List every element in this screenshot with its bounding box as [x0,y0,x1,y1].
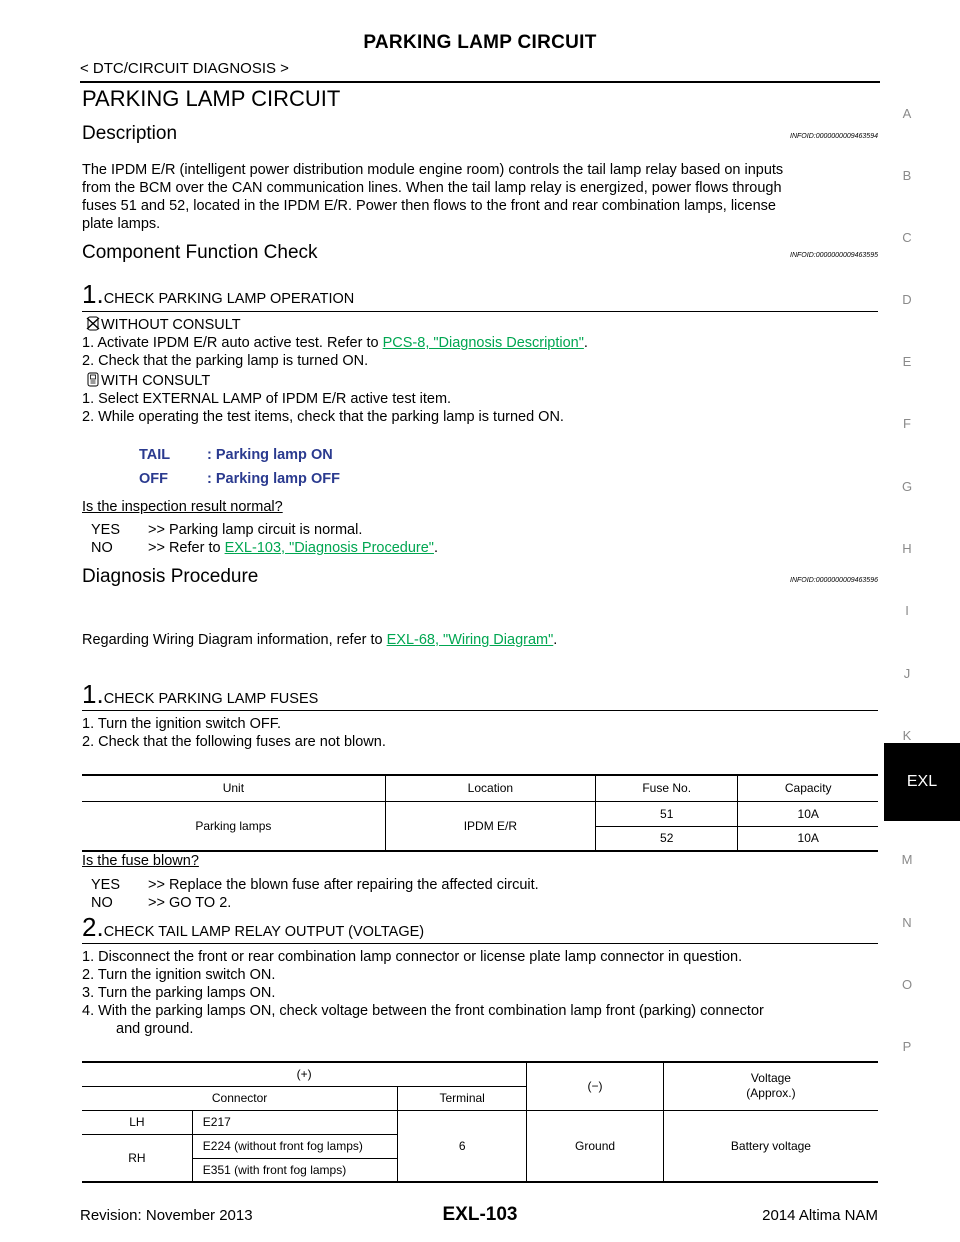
diag-step-2-title: 2.CHECK TAIL LAMP RELAY OUTPUT (VOLTAGE) [82,912,425,942]
step-1-title: 1.CHECK PARKING LAMP OPERATION [82,279,355,309]
yes-result: >> Replace the blown fuse after repairin… [148,877,539,893]
section-index-g[interactable]: G [901,479,913,494]
table-row: E351 (with front fog lamps) [82,1158,878,1183]
no-result: >> Refer to EXL-103, "Diagnosis Procedur… [148,540,438,556]
table-header-row: (+) (−) Voltage (Approx.) [82,1062,878,1111]
step-number: 1. [82,679,104,709]
no-label: NO [91,895,113,911]
section-index-n[interactable]: N [902,915,912,930]
without-consult-item-1: 1. Activate IPDM E/R auto active test. R… [82,335,588,351]
section-index-p[interactable]: P [902,1039,912,1054]
component-check-infoid: INFOID:0000000009463595 [790,252,878,259]
section-index-a[interactable]: A [902,106,912,121]
tail-label: TAIL [139,447,171,463]
description-infoid: INFOID:0000000009463594 [790,133,878,140]
model-year: 2014 Altima NAM [762,1207,878,1224]
description-text: The IPDM E/R (intelligent power distribu… [82,162,784,232]
description-heading: Description [82,123,178,144]
diag-step-2-item-4: 4. With the parking lamps ON, check volt… [82,1003,764,1019]
page-heading: PARKING LAMP CIRCUIT [82,86,341,111]
section-index-e[interactable]: E [902,354,912,369]
step-number: 2. [82,912,104,942]
section-index-k[interactable]: K [902,728,912,743]
table-row: Parking lamps IPDM E/R 51 10A [82,801,878,852]
step-number: 1. [82,279,104,309]
without-consult-label: WITHOUT CONSULT [86,316,241,334]
exl-68-link[interactable]: EXL-68, "Wiring Diagram" [386,632,554,648]
yes-label: YES [91,877,121,893]
table-header-row: Connector Terminal [82,1086,878,1111]
off-value: : Parking lamp OFF [207,471,340,487]
voltage-table: (+) (−) Voltage (Approx.) Connector Term… [82,1061,878,1183]
diag-step-2-item-1: 1. Disconnect the front or rear combinat… [82,949,743,965]
wiring-diagram-reference: Regarding Wiring Diagram information, re… [82,632,558,648]
diag-step-1-item-1: 1. Turn the ignition switch OFF. [82,716,282,732]
fuse-table: Unit Location Fuse No. Capacity Parking … [82,774,878,852]
without-consult-item-2: 2. Check that the parking lamp is turned… [82,353,369,369]
off-label: OFF [139,471,168,487]
no-label: NO [91,540,113,556]
section-index-j[interactable]: J [903,666,911,681]
section-index-c[interactable]: C [902,230,912,245]
diag-step-1-item-2: 2. Check that the following fuses are no… [82,734,386,750]
section-index-b[interactable]: B [902,168,912,183]
section-tab-exl[interactable]: EXL [884,743,960,821]
diagnosis-heading: Diagnosis Procedure [82,566,259,587]
section-label: < DTC/CIRCUIT DIAGNOSIS > [80,60,289,77]
exl-103-link[interactable]: EXL-103, "Diagnosis Procedure" [224,540,434,556]
step-divider [82,943,878,944]
with-consult-label: WITH CONSULT [86,372,210,390]
yes-result: >> Parking lamp circuit is normal. [148,522,363,538]
diagnosis-infoid: INFOID:0000000009463596 [790,577,878,584]
tail-value: : Parking lamp ON [207,447,333,463]
with-consult-item-1: 1. Select EXTERNAL LAMP of IPDM E/R acti… [82,391,452,407]
component-check-heading: Component Function Check [82,242,318,263]
no-consult-icon [86,316,100,331]
table-row: LH E217 6 Ground Battery voltage [82,1110,878,1183]
with-consult-item-2: 2. While operating the test items, check… [82,409,564,425]
header-divider [80,81,880,83]
yes-label: YES [91,522,121,538]
page-header-title: PARKING LAMP CIRCUIT [363,32,597,53]
section-index-o[interactable]: O [901,977,913,992]
step-divider [82,311,878,312]
table-header-row: Unit Location Fuse No. Capacity [82,775,878,801]
section-index-i[interactable]: I [905,603,909,618]
diag-step-2-item-3: 3. Turn the parking lamps ON. [82,985,276,1001]
section-index-d[interactable]: D [902,292,912,307]
no-result: >> GO TO 2. [148,895,232,911]
diag-step-2-item-2: 2. Turn the ignition switch ON. [82,967,276,983]
inspection-question: Is the inspection result normal? [82,499,283,515]
section-index-h[interactable]: H [902,541,912,556]
section-index-m[interactable]: M [901,852,913,867]
revision-date: Revision: November 2013 [80,1207,253,1224]
page-number: EXL-103 [442,1204,518,1225]
pcs-8-link[interactable]: PCS-8, "Diagnosis Description" [382,335,584,351]
diag-step-2-item-4-cont: and ground. [116,1021,194,1037]
step-divider [82,710,878,711]
diag-step-1-title: 1.CHECK PARKING LAMP FUSES [82,679,319,709]
section-index-f[interactable]: F [903,416,911,431]
table-row: RH E224 (without front fog lamps) [82,1134,878,1183]
fuse-question: Is the fuse blown? [82,853,199,869]
consult-icon [87,372,99,387]
